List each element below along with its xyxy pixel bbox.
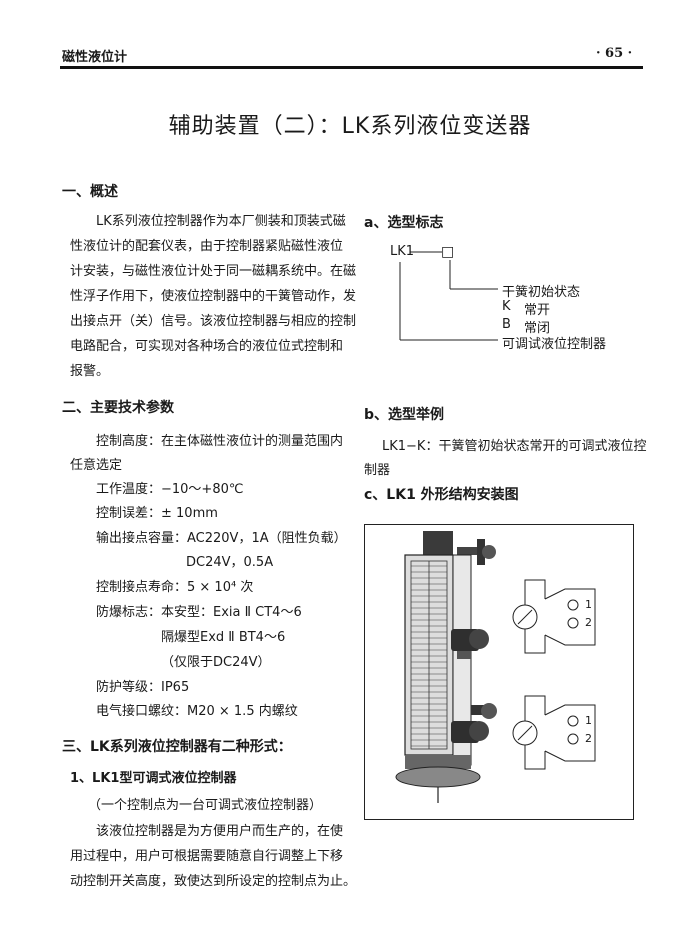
spec-ex-flameproof: 隔爆型Exd Ⅱ BT4～6 [161,630,286,645]
section-specs-heading: 二、主要技术参数 [62,400,174,416]
option-b-code: B [502,317,511,332]
running-header: 磁性液位计 [62,50,128,65]
section-selection-heading: a、选型标志 [364,215,444,231]
overview-line: 电路配合，可实现对各种场合的液位位式控制和 [70,339,344,354]
overview-line: 报警。 [70,364,110,379]
spec-range-line: 控制高度：在主体磁性液位计的测量范围内 [96,434,344,449]
terminal-label: 2 [585,616,592,629]
spec-temperature: 工作温度：−10～+80℃ [96,482,244,497]
example-line: LK1−K：干簧管初始状态常开的可调式液位控 [382,439,647,454]
overview-line: 性液位计的配套仪表，由于控制器紧贴磁性液位 [70,239,344,254]
terminal-label: 1 [585,598,592,611]
form-lk1-desc: 该液位控制器是为方便用户而生产的，在使 [96,824,344,839]
selection-code: LK1 [390,244,415,259]
selection-code-box: □ [441,244,455,260]
spec-output: 输出接点容量：AC220V，1A（阻性负载） [96,531,347,546]
form-lk1-desc: 用过程中，用户可根据需要随意自行调整上下移 [70,849,344,864]
section-forms-heading: 三、LK系列液位控制器有二种形式： [62,739,292,755]
form-lk1-desc: 动控制开关高度，致使达到所设定的控制点为止。 [70,874,357,889]
option-b-text: 常闭 [524,321,551,336]
spec-output-dc: DC24V，0.5A [186,555,274,570]
adjustable-controller-label: 可调试液位控制器 [502,337,607,352]
spec-protection: 防护等级：IP65 [96,680,190,695]
terminal-label: 2 [585,732,592,745]
spec-error: 控制误差：± 10mm [96,506,218,521]
option-k-code: K [502,299,511,314]
overview-line: 出接点开（关）信号。该液位控制器与相应的控制 [70,314,357,329]
spec-life: 控制接点寿命：5 × 10⁴ 次 [96,580,254,595]
spec-ex-note: （仅限于DC24V） [161,655,271,670]
header-rule [60,66,643,69]
spec-thread: 电气接口螺纹：M20 × 1.5 内螺纹 [96,704,298,719]
option-k-text: 常开 [524,303,551,318]
install-drawing [395,531,596,803]
spec-range-line: 任意选定 [70,458,123,473]
overview-line: 性浮子作用下，使液位控制器中的干簧管动作，发 [70,289,357,304]
selection-diagram-lines [399,251,498,341]
spec-ex-intrinsic: 防爆标志：本安型：Exia Ⅱ CT4～6 [96,605,302,620]
reed-initial-state: 干簧初始状态 [502,285,581,300]
page-number: · 65 · [596,46,633,61]
section-overview-heading: 一、概述 [62,184,118,200]
section-example-heading: b、选型举例 [364,407,445,423]
selection-code-diagram: LK1 □ 干簧初始状态 K 常开 B 常闭 可调试液位控制器 [380,238,640,358]
overview-line: 计安装，与磁性液位计处于同一磁耦系统中。在磁 [70,264,357,279]
form-lk1-heading: 1、LK1型可调式液位控制器 [70,771,237,786]
terminal-label: 1 [585,714,592,727]
install-drawing-frame: 1 2 1 2 [364,524,634,820]
section-install-heading: c、LK1 外形结构安装图 [364,487,519,503]
page-title: 辅助装置（二）：LK系列液位变送器 [168,114,532,139]
form-lk1-note: （一个控制点为一台可调式液位控制器） [88,798,323,813]
example-line: 制器 [364,463,391,478]
overview-line: LK系列液位控制器作为本厂侧装和顶装式磁 [96,214,346,229]
overview-paragraph: LK系列液位控制器作为本厂侧装和顶装式磁 性液位计的配套仪表，由于控制器紧贴磁性… [70,209,357,384]
